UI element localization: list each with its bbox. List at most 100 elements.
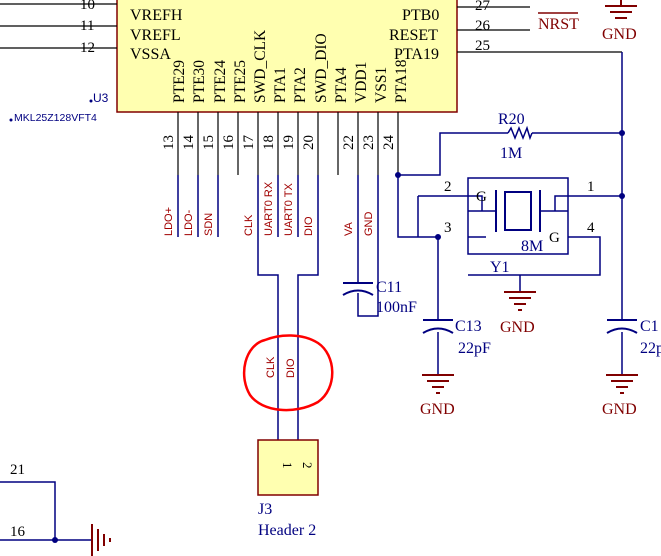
pin-name-pta1: PTA1	[272, 67, 289, 103]
pin-number-11: 11	[80, 18, 94, 34]
resistor-designator: R20	[498, 111, 525, 128]
pin-name-reset: RESET	[389, 27, 438, 44]
header-j3[interactable]: 1 2 J3 Header 2	[257, 439, 319, 539]
capacitor-designator: C1	[640, 318, 659, 335]
ground-label: GND	[602, 26, 637, 43]
net-label-dio: DIO	[303, 216, 315, 236]
crystal-pin-number-4: 4	[587, 220, 595, 236]
net-label-uart0-rx: UART0 RX	[263, 181, 275, 236]
crystal-pin-number-1: 1	[587, 179, 595, 195]
mcu-designator: U3	[93, 91, 109, 105]
pin-name-pte25: PTE25	[232, 60, 249, 103]
pin-name-pta18: PTA18	[393, 59, 410, 103]
pin-number-13: 13	[161, 135, 177, 150]
pin-number-24: 24	[381, 135, 397, 151]
ground-symbol-left	[91, 524, 111, 556]
header-net-label-clk: CLK	[265, 356, 277, 378]
pin-number-16-left: 16	[10, 524, 26, 540]
pin-name-swd-dio: SWD_DIO	[313, 33, 330, 103]
net-label-clk: CLK	[243, 214, 255, 236]
resistor-r20[interactable]: R20 1M	[498, 111, 533, 162]
pin-name-pte24: PTE24	[212, 60, 229, 103]
mcu-part-number: MKL25Z128VFT4	[14, 112, 97, 124]
resistor-symbol	[507, 125, 533, 141]
header-net-label-dio: DIO	[285, 358, 297, 378]
header-pin-1: 1	[280, 462, 295, 469]
capacitor-designator: C13	[455, 318, 482, 335]
pin-name-swd-clk: SWD_CLK	[252, 29, 269, 103]
pin-number-16: 16	[221, 135, 237, 151]
capacitor-designator: C11	[376, 279, 402, 296]
pin-name-vdd1: VDD1	[353, 62, 370, 103]
pin-number-17: 17	[241, 135, 257, 151]
junction-dot	[619, 193, 625, 199]
capacitor-c1[interactable]: C1 22p	[606, 318, 661, 357]
ground-symbol-c1	[606, 374, 638, 394]
capacitor-value: 22p	[640, 340, 661, 357]
pin-number-20: 20	[301, 135, 317, 150]
crystal-pin-number-2: 2	[444, 179, 452, 195]
junction-dot	[619, 130, 625, 136]
ground-symbol-top	[605, 0, 637, 19]
pin-name-vrefh: VREFH	[130, 7, 183, 24]
crystal-value: 8M	[521, 238, 543, 255]
crystal-pin-label-g2: G	[549, 230, 560, 246]
net-label-sdn: SDN	[203, 213, 215, 236]
ground-label: GND	[420, 401, 455, 418]
pin-number-10: 10	[80, 0, 95, 13]
ground-label: GND	[500, 319, 535, 336]
crystal-y1[interactable]: G G 1 2 3 4 8M Y1	[444, 177, 595, 276]
pin-number-22: 22	[341, 135, 357, 150]
pin-name-pta2: PTA2	[292, 67, 309, 103]
red-circle-markup	[242, 334, 334, 412]
junction-dot	[395, 172, 401, 178]
crystal-element	[504, 191, 532, 231]
net-label-va: VA	[343, 221, 355, 236]
net-label-gnd: GND	[363, 212, 375, 237]
crystal-pin-label-g1: G	[476, 189, 487, 205]
mcu-body	[116, 0, 458, 113]
mcu-u3[interactable]: 10 11 12 VREFH VREFL VSSA 27 26 25 PTB0 …	[0, 0, 622, 175]
pin-number-27: 27	[475, 0, 491, 14]
designator-marker	[89, 99, 93, 103]
part-marker	[9, 118, 13, 122]
header-designator: J3	[258, 501, 272, 518]
junction-dot	[435, 234, 441, 240]
header-pin-2: 2	[300, 462, 315, 469]
capacitor-value: 22pF	[458, 340, 491, 357]
capacitor-c13[interactable]: C13 22pF	[422, 318, 491, 357]
crystal-pin-number-3: 3	[444, 220, 452, 236]
pin-name-pta19: PTA19	[394, 46, 439, 63]
pin-name-pte30: PTE30	[191, 60, 208, 103]
net-label-ldo-plus: LDO+	[163, 207, 175, 236]
header-body	[257, 439, 319, 496]
resistor-value: 1M	[500, 145, 522, 162]
header-name: Header 2	[258, 522, 316, 539]
ground-symbol-c13	[422, 374, 454, 394]
net-label-uart0-tx: UART0 TX	[283, 183, 295, 236]
capacitor-value: 100nF	[376, 299, 417, 316]
net-label-ldo-minus: LDO-	[183, 209, 195, 236]
pin-number-23: 23	[361, 135, 377, 150]
pin-number-14: 14	[181, 135, 197, 151]
capacitor-c11[interactable]: C11 100nF	[342, 279, 417, 316]
pin-number-18: 18	[261, 135, 277, 150]
crystal-designator: Y1	[490, 259, 510, 276]
pin-name-vss1: VSS1	[373, 67, 390, 103]
pin-name-vrefl: VREFL	[130, 27, 181, 44]
pin-number-12: 12	[80, 40, 95, 56]
ground-symbol-y1	[504, 291, 536, 311]
pin-number-25: 25	[475, 38, 490, 54]
pin-name-pta4: PTA4	[333, 67, 350, 103]
pin-number-19: 19	[281, 135, 297, 150]
junction-dot	[52, 537, 58, 543]
pin-number-15: 15	[201, 135, 217, 150]
pin-name-ptb0: PTB0	[402, 7, 439, 24]
pin-name-pte29: PTE29	[171, 60, 188, 103]
pin-number-26: 26	[475, 18, 491, 34]
pin-name-vssa: VSSA	[130, 46, 171, 63]
ground-label: GND	[602, 401, 637, 418]
net-label-nrst: NRST	[538, 16, 579, 33]
pin-number-21: 21	[10, 462, 25, 478]
